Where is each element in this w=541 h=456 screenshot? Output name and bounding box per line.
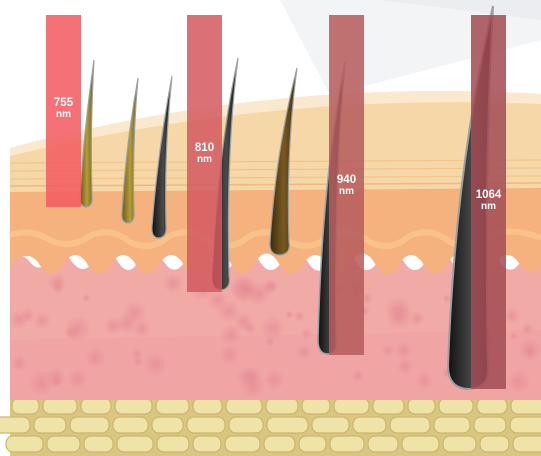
fat-layer — [0, 392, 541, 456]
fat-cell — [390, 417, 430, 433]
dermis-blob — [64, 325, 80, 341]
fat-cell — [187, 417, 225, 433]
fat-cell — [225, 436, 260, 452]
dermis-blob — [294, 311, 305, 322]
beam-wavelength-755: 755 — [54, 97, 74, 109]
dermis-blob — [394, 341, 413, 360]
fat-cell — [477, 398, 507, 414]
laser-beam-810: 810nm — [187, 15, 222, 292]
dermis-blob — [84, 347, 106, 369]
fat-cell — [193, 436, 221, 452]
dermis-blob — [510, 332, 519, 341]
dermis-blob — [207, 290, 228, 311]
fat-cell — [157, 436, 189, 452]
dermis-blob — [219, 344, 240, 365]
fat-cell — [513, 436, 541, 452]
fat-cell — [12, 398, 39, 414]
fat-cell — [373, 398, 404, 414]
fat-cell — [117, 436, 153, 452]
fat-cell — [226, 398, 262, 414]
fat-cell — [81, 398, 111, 414]
fat-cell — [115, 398, 152, 414]
dermis-blob — [220, 324, 242, 346]
fat-cell — [34, 417, 66, 433]
dermis-blob — [133, 356, 144, 367]
beam-unit-755: nm — [56, 109, 71, 120]
fat-cell — [193, 398, 222, 414]
beam-unit-810: nm — [197, 154, 212, 165]
dermis-blob — [261, 280, 276, 295]
dermis-blob — [82, 294, 90, 302]
beam-wavelength-810: 810 — [195, 142, 214, 154]
laser-beam-755: 755nm — [46, 15, 81, 207]
fat-cell — [402, 436, 439, 452]
fat-cell — [156, 398, 189, 414]
fat-cell — [264, 436, 295, 452]
fat-cell — [330, 436, 364, 452]
fat-cell — [302, 398, 330, 414]
laser-beam-940: 940nm — [329, 15, 364, 355]
dermis-blob — [525, 347, 536, 358]
dermis-blob — [230, 275, 257, 302]
dermis-blob — [9, 310, 29, 330]
fat-cell — [43, 398, 77, 414]
dermis-blob — [506, 369, 531, 394]
fat-cell — [0, 417, 30, 433]
fat-cell — [6, 436, 43, 452]
fat-cell — [334, 398, 369, 414]
dermis-blob — [264, 369, 286, 391]
dermis-blob — [33, 312, 50, 329]
beam-unit-1064: nm — [481, 201, 496, 212]
dermis-blob — [11, 355, 28, 372]
beam-unit-940: nm — [339, 186, 354, 197]
dermis-blob — [50, 376, 63, 389]
fat-cell — [353, 417, 386, 433]
fat-cell — [511, 398, 541, 414]
fat-cell — [510, 417, 541, 433]
fat-cell — [84, 436, 113, 452]
beam-wavelength-940: 940 — [337, 174, 356, 186]
beam-wavelength-1064: 1064 — [476, 189, 502, 201]
fat-cell — [368, 436, 398, 452]
fat-cell — [113, 417, 148, 433]
dermis-blob — [443, 294, 452, 303]
fat-cell — [408, 398, 435, 414]
fat-cell — [439, 398, 473, 414]
fat-cell — [474, 417, 506, 433]
fat-cell — [434, 417, 470, 433]
dermis-blob — [67, 368, 88, 389]
dermis-blob — [415, 371, 434, 390]
fat-cell — [70, 417, 109, 433]
dermis-blob — [123, 301, 147, 325]
fat-cell — [443, 436, 476, 452]
dermis-blob — [143, 352, 168, 377]
dermis-blob — [285, 310, 293, 318]
dermis-blob — [52, 282, 64, 294]
fat-cell — [229, 417, 263, 433]
dermis-blob — [235, 366, 257, 388]
dermis-blob — [301, 328, 313, 340]
dermis-blob — [352, 369, 365, 382]
fat-cell — [299, 436, 326, 452]
fat-cell — [152, 417, 183, 433]
dermis-blob — [386, 304, 413, 331]
fat-cell — [267, 417, 308, 433]
laser-beam-1064: 1064nm — [471, 15, 506, 389]
dermis-blob — [260, 316, 285, 341]
dermis-blob — [521, 323, 534, 336]
dermis-blob — [163, 273, 183, 293]
dermis-blob — [296, 344, 312, 360]
dermis-blob — [396, 357, 414, 375]
fat-cell — [480, 436, 509, 452]
fat-cell — [47, 436, 80, 452]
dermis-blob — [381, 344, 394, 357]
fat-cell — [312, 417, 349, 433]
fat-cell — [266, 398, 298, 414]
